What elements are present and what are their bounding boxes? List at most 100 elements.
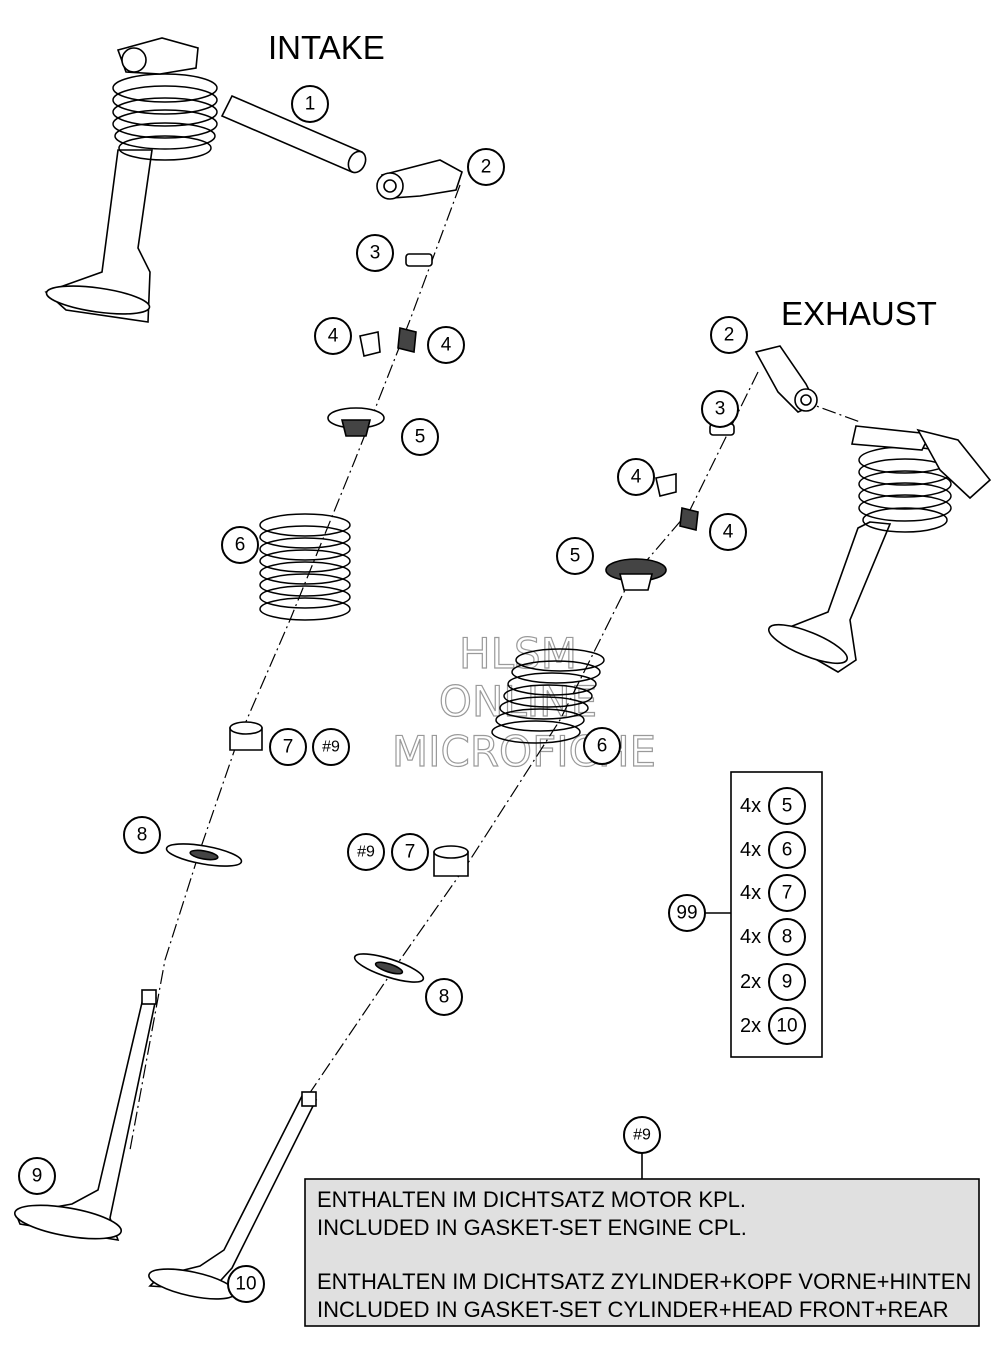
kit-row: 4x 5 (740, 787, 806, 825)
note-line: INCLUDED IN GASKET-SET CYLINDER+HEAD FRO… (317, 1297, 949, 1322)
exhaust-keeper-part (655, 473, 677, 497)
exhaust-valve-part (148, 1091, 318, 1300)
exhaust-spring-seat-part (353, 953, 425, 983)
callout-ref-9: #9 (623, 1116, 661, 1154)
intake-heading: INTAKE (268, 29, 385, 66)
callout-10: 10 (227, 1265, 265, 1303)
callout-4: 4 (314, 317, 352, 355)
svg-text:3: 3 (370, 243, 381, 264)
intake-keeper-part (397, 326, 417, 354)
svg-text:9: 9 (32, 1166, 43, 1187)
kit-row-part: 6 (768, 831, 806, 869)
kit-row: 4x 7 (740, 874, 806, 912)
exhaust-heading: EXHAUST (781, 295, 937, 332)
svg-text:99: 99 (676, 903, 697, 924)
callout-1: 1 (291, 85, 329, 123)
svg-text:8: 8 (137, 825, 148, 846)
callout-4: 4 (709, 513, 747, 551)
kit-row: 2x 10 (740, 1007, 806, 1045)
exhaust-keeper-part (679, 507, 699, 531)
kit-row-qty: 2x (740, 1015, 761, 1037)
intake-shim-part (405, 253, 433, 267)
intake-assembled-valve-illustration (44, 37, 218, 323)
callout-5: 5 (556, 537, 594, 575)
svg-text:8: 8 (782, 927, 793, 948)
callout-4: 4 (427, 326, 465, 364)
exhaust-assembled-valve-illustration (767, 425, 992, 673)
svg-text:4: 4 (631, 467, 642, 488)
svg-text:5: 5 (570, 546, 581, 567)
rocker-shaft-part (220, 94, 367, 174)
note-line: ENTHALTEN IM DICHTSATZ MOTOR KPL. (317, 1187, 746, 1212)
gasket-note: #9 ENTHALTEN IM DICHTSATZ MOTOR KPL. INC… (304, 1116, 980, 1327)
callout-2: 2 (467, 148, 505, 186)
kit-row-part: 5 (768, 787, 806, 825)
callout-5: 5 (401, 418, 439, 456)
svg-text:10: 10 (235, 1274, 256, 1295)
intake-callouts: 1 2 3 4 4 5 6 7 #9 8 9 10 (18, 85, 505, 1303)
callout-6: 6 (221, 526, 259, 564)
svg-text:5: 5 (415, 427, 426, 448)
svg-text:4: 4 (441, 335, 452, 356)
callout-99: 99 (668, 894, 706, 932)
intake-keeper-part (359, 331, 381, 357)
intake-rocker-arm-part (376, 159, 463, 200)
callout-3: 3 (356, 234, 394, 272)
callout-9: 9 (18, 1157, 56, 1195)
svg-text:1: 1 (305, 94, 316, 115)
intake-valve-part (13, 989, 157, 1242)
intake-assembly (13, 37, 463, 1242)
callout-7: 7 (391, 833, 429, 871)
kit-row-qty: 2x (740, 971, 761, 993)
kit-row: 2x 9 (740, 963, 806, 1001)
note-line: ENTHALTEN IM DICHTSATZ ZYLINDER+KOPF VOR… (317, 1269, 971, 1294)
svg-text:#9: #9 (322, 739, 340, 756)
kit-row-qty: 4x (740, 882, 761, 904)
kit-row: 4x 6 (740, 831, 806, 869)
svg-text:7: 7 (405, 842, 416, 863)
svg-text:#9: #9 (357, 844, 375, 861)
callout-8: 8 (123, 816, 161, 854)
kit-row-part: 9 (768, 963, 806, 1001)
intake-spring-seat-part (165, 843, 243, 867)
note-line: INCLUDED IN GASKET-SET ENGINE CPL. (317, 1215, 747, 1240)
svg-text:4: 4 (328, 326, 339, 347)
callout-ref-9: #9 (312, 728, 350, 766)
kit-row-part: 7 (768, 874, 806, 912)
svg-text:8: 8 (439, 987, 450, 1008)
svg-text:2: 2 (724, 325, 735, 346)
exhaust-callouts: 2 3 4 4 5 6 #9 7 8 (347, 316, 748, 1016)
svg-text:9: 9 (782, 972, 793, 993)
svg-text:6: 6 (235, 535, 246, 556)
watermark-line: ONLINE (439, 677, 597, 726)
intake-stem-seal-part (229, 721, 263, 751)
kit-row-part: 10 (768, 1007, 806, 1045)
intake-spring-retainer-part (327, 407, 385, 437)
svg-text:10: 10 (776, 1016, 797, 1037)
svg-text:3: 3 (715, 399, 726, 420)
kit-row-qty: 4x (740, 795, 761, 817)
svg-text:#9: #9 (633, 1127, 651, 1144)
kit-row: 4x 8 (740, 918, 806, 956)
callout-ref-9: #9 (347, 833, 385, 871)
exhaust-spring-retainer-part (605, 558, 667, 591)
svg-text:7: 7 (283, 737, 294, 758)
callout-4: 4 (617, 458, 655, 496)
svg-text:7: 7 (782, 883, 793, 904)
intake-valve-spring-part (259, 513, 351, 621)
kit-row-qty: 4x (740, 839, 761, 861)
kit-table: 99 4x 5 4x 6 4x 7 4x 8 2x 9 2x 10 (668, 771, 823, 1058)
watermark-line: HLSM (459, 629, 577, 678)
exhaust-rocker-arm-part (754, 345, 818, 413)
kit-row-qty: 4x (740, 926, 761, 948)
svg-text:2: 2 (481, 157, 492, 178)
exhaust-assembly (148, 345, 992, 1300)
svg-text:4: 4 (723, 522, 734, 543)
callout-8: 8 (425, 978, 463, 1016)
callout-6: 6 (583, 727, 621, 765)
kit-row-part: 8 (768, 918, 806, 956)
svg-text:6: 6 (597, 736, 608, 757)
svg-text:5: 5 (782, 796, 793, 817)
exhaust-valve-spring-part (491, 648, 605, 744)
